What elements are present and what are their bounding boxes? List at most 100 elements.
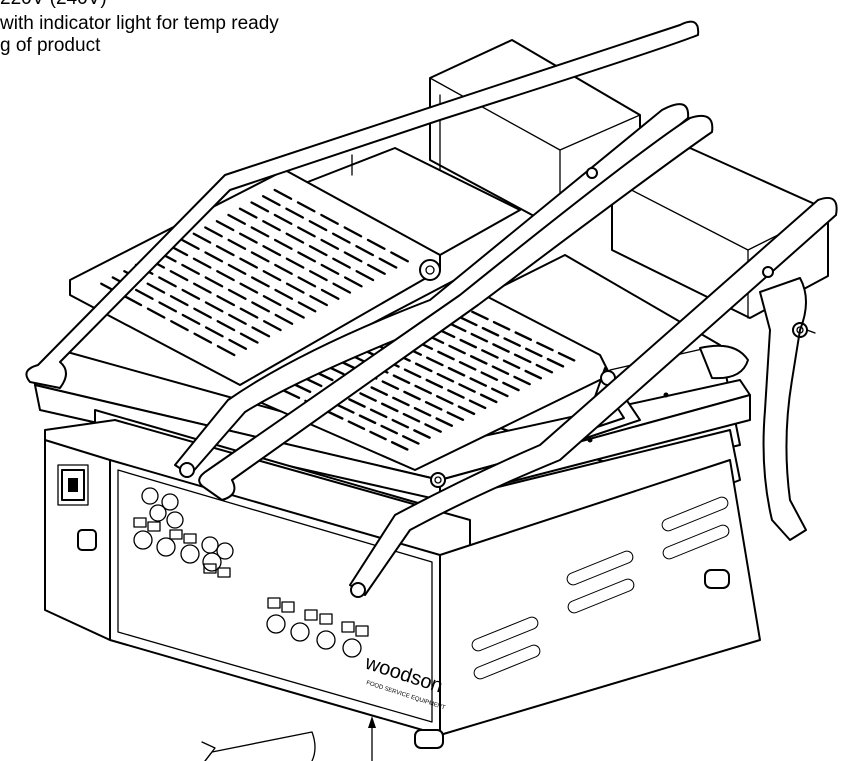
grid-slot <box>503 337 521 347</box>
grid-slot <box>308 245 328 257</box>
right-side-bracket <box>759 277 816 541</box>
lid-arm-right <box>198 114 838 598</box>
grid-slot <box>282 389 301 400</box>
grid-slot <box>181 313 201 325</box>
grid-slot <box>192 232 212 244</box>
grid-slot <box>170 320 189 332</box>
grid-slot <box>403 390 421 401</box>
grid-slot <box>424 401 443 411</box>
grid-slot <box>134 288 154 300</box>
grid-slot <box>239 332 259 344</box>
grid-slot <box>536 341 554 352</box>
grid-slot <box>304 377 323 388</box>
grid-slot <box>347 420 366 431</box>
power-switch[interactable] <box>57 464 89 506</box>
grid-slot <box>369 408 388 419</box>
grid-slot <box>359 392 377 402</box>
grid-slot <box>239 257 258 269</box>
grid-slot <box>481 326 500 337</box>
grid-slot <box>458 361 477 371</box>
grid-slot <box>392 374 411 385</box>
grid-slot <box>251 326 271 338</box>
grid-slot <box>378 257 398 269</box>
grid-slot <box>514 331 533 341</box>
control-buttons-left[interactable] <box>133 487 234 578</box>
grid-slot <box>459 338 478 349</box>
grid-slot <box>261 195 281 207</box>
grid-slot <box>502 359 521 370</box>
grid-slot <box>413 406 432 417</box>
grid-slot <box>251 276 270 288</box>
grid-slot <box>502 381 520 392</box>
grid-slot <box>250 226 270 238</box>
grid-slot <box>370 386 389 396</box>
grid-slot <box>297 226 316 238</box>
grid-slot <box>524 369 543 380</box>
grid-slot <box>446 411 465 421</box>
grid-slot <box>239 282 259 294</box>
grid-slot <box>480 371 499 381</box>
grid-slot <box>193 307 212 319</box>
spec-note-line-3: g of product <box>0 35 101 56</box>
grid-slot <box>204 226 223 238</box>
grid-slot <box>215 220 235 232</box>
grid-slot <box>216 320 236 332</box>
grid-slot <box>320 238 340 250</box>
grid-slot <box>469 355 488 365</box>
grid-slot <box>447 389 465 399</box>
grid-slot <box>460 316 478 327</box>
grid-slot <box>308 220 328 232</box>
grid-slot <box>204 301 224 313</box>
grid-slot <box>250 251 270 263</box>
grid-slot <box>285 282 305 294</box>
grid-slot <box>491 365 510 376</box>
grid-slot <box>227 263 247 275</box>
grid-slot <box>325 410 344 420</box>
grid-slot <box>228 338 248 350</box>
grid-slot <box>458 383 476 393</box>
grid-slot <box>355 270 375 282</box>
grid-slot <box>227 238 247 250</box>
grid-slot <box>343 276 363 288</box>
control-buttons-right[interactable] <box>266 597 369 658</box>
grid-slot <box>262 245 282 257</box>
grid-slot <box>192 257 212 269</box>
grid-slot <box>348 398 366 408</box>
grid-slot <box>320 288 340 300</box>
grid-slot <box>402 412 421 423</box>
grid-slot <box>320 213 339 225</box>
grid-slot <box>216 270 235 282</box>
grid-slot <box>343 251 363 263</box>
grid-slot <box>358 414 377 425</box>
grid-slot <box>513 353 532 364</box>
grid-slot <box>535 363 554 374</box>
grid-slot <box>366 238 386 250</box>
grid-slot <box>193 332 213 344</box>
grid-slot <box>479 393 498 404</box>
grid-slot <box>492 343 510 353</box>
grid-slot <box>381 380 400 390</box>
grid-slot <box>414 384 432 395</box>
grid-slot <box>274 313 294 325</box>
grid-slot <box>355 245 375 257</box>
grid-slot <box>204 326 224 338</box>
grid-slot <box>238 207 258 219</box>
grid-slot <box>215 245 235 257</box>
grid-slot <box>262 295 282 307</box>
grid-slot <box>425 378 444 389</box>
grid-slot <box>296 201 316 213</box>
grid-slot <box>424 423 442 433</box>
grid-slot <box>181 288 201 300</box>
grid-slot <box>468 399 487 410</box>
grid-slot <box>470 332 489 343</box>
grid-slot <box>391 418 410 429</box>
grid-slot <box>380 402 399 413</box>
grid-slot <box>273 238 293 250</box>
lid-arm-left <box>25 20 700 478</box>
grid-slot <box>158 276 177 288</box>
grid-slot <box>262 220 281 232</box>
grid-slot <box>437 350 455 361</box>
grid-slot <box>285 257 305 269</box>
grid-slot <box>169 270 189 282</box>
grid-slot <box>367 263 386 275</box>
